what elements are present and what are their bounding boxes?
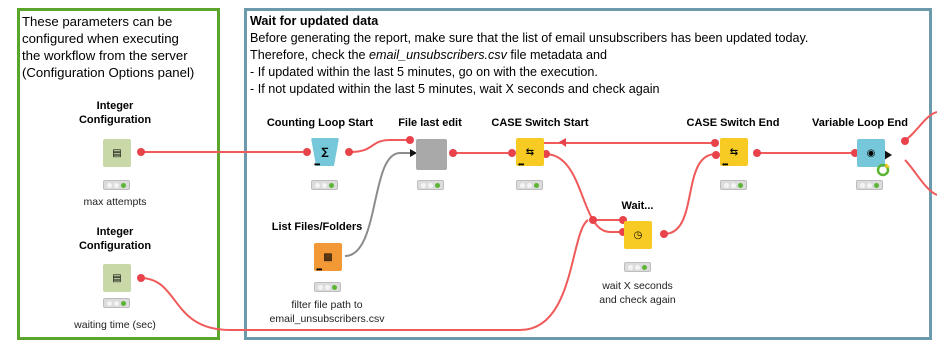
config-icon: ▤ [112, 272, 122, 284]
switch-end-icon: ⇆ [729, 146, 739, 158]
node-label-line: and check again [599, 294, 676, 306]
node-status [417, 180, 444, 190]
node-label: max attempts [83, 196, 147, 208]
node-label: waiting time (sec) [74, 319, 156, 331]
case-switch-end-node[interactable]: ⇆ [720, 138, 748, 166]
wait-node[interactable]: ◷ [624, 221, 652, 249]
annotation-wait-line: - If not updated within the last 5 minut… [250, 82, 660, 96]
flow-port [589, 216, 597, 224]
more-icon: ••• [316, 265, 322, 274]
flow-wire [139, 219, 589, 331]
list-files-folders-node[interactable]: ▩ [314, 243, 342, 271]
node-title-line: Configuration [78, 114, 152, 126]
annotation-wait-line: Therefore, check the email_unsubscribers… [250, 47, 930, 64]
node-title-line: Integer [96, 100, 134, 112]
node-status [856, 180, 883, 190]
annotation-config-line: the workflow from the server [22, 48, 188, 63]
flow-port [137, 274, 145, 282]
node-status [314, 282, 341, 292]
loop-start-icon: ∑ [321, 146, 329, 158]
more-icon: ••• [518, 160, 524, 169]
node-title: Counting Loop Start [266, 117, 374, 129]
flow-wire [663, 153, 717, 235]
integer-configuration-node[interactable]: ▤ [103, 139, 131, 167]
annotation-text-fragment: Therefore, check the [250, 48, 370, 62]
annotation-file-name: email_unsubscribers.csv [369, 48, 507, 62]
annotation-config-line: (Configuration Options panel) [22, 65, 195, 80]
node-title: File last edit [398, 117, 462, 129]
node-title: Integer Configuration [70, 99, 160, 127]
flow-port [542, 150, 550, 158]
node-title-line: Configuration [78, 240, 152, 252]
node-status [516, 180, 543, 190]
more-icon: ••• [722, 160, 728, 169]
node-title: Variable Loop End [812, 117, 908, 129]
annotation-wait-line: - If updated within the last 5 minutes, … [250, 65, 598, 79]
annotation-text-fragment: file metadata and [506, 48, 608, 62]
clock-icon: ◷ [633, 229, 643, 241]
node-status [720, 180, 747, 190]
node-status [103, 298, 130, 308]
config-icon: ▤ [112, 147, 122, 159]
case-switch-start-node[interactable]: ⇆ [516, 138, 544, 166]
flow-port [712, 151, 720, 159]
node-label: filter file path to email_unsubscribers.… [262, 298, 392, 326]
flow-wire [544, 153, 622, 233]
data-port-arrow [410, 149, 417, 157]
node-title: Wait... [621, 200, 654, 212]
node-status [103, 180, 130, 190]
annotation-wait-line: Before generating the report, make sure … [250, 31, 809, 45]
flow-port [303, 148, 311, 156]
annotation-wait-box [244, 8, 932, 340]
node-title: Integer Configuration [70, 225, 160, 253]
flow-port [711, 139, 719, 147]
flow-port [901, 137, 909, 145]
switch-start-icon: ⇆ [525, 146, 535, 158]
data-wire [344, 152, 410, 257]
annotation-wait-text: Wait for updated data Before generating … [250, 13, 930, 98]
loop-refresh-icon [876, 163, 890, 177]
annotation-wait-title: Wait for updated data [250, 14, 379, 28]
integer-configuration-node[interactable]: ▤ [103, 264, 131, 292]
node-label-line: wait X seconds [602, 280, 673, 292]
flow-port [660, 230, 668, 238]
variable-loop-end-node[interactable]: ◉ [857, 139, 885, 167]
annotation-config-line: These parameters can be [22, 14, 173, 29]
flow-port [508, 149, 516, 157]
flow-port [449, 149, 457, 157]
annotation-config-box [17, 8, 220, 340]
file-last-edit-metanode[interactable] [416, 139, 447, 170]
node-label: wait X seconds and check again [580, 279, 695, 307]
data-port-arrow [884, 150, 892, 160]
flow-port [753, 149, 761, 157]
node-status [624, 262, 651, 272]
flow-port [406, 136, 414, 144]
data-port-arrow [559, 138, 566, 147]
node-label-line: filter file path to [291, 299, 363, 311]
flow-port [137, 148, 145, 156]
node-label-line: email_unsubscribers.csv [269, 313, 385, 325]
list-files-icon: ▩ [323, 251, 333, 263]
flow-wire [349, 139, 410, 153]
annotation-config-line: configured when executing [22, 31, 179, 46]
annotation-config-text: These parameters can be configured when … [22, 13, 218, 81]
flow-port [345, 148, 353, 156]
node-title: CASE Switch Start [491, 117, 589, 129]
counting-loop-start-node[interactable]: ∑ [311, 138, 339, 166]
node-title: CASE Switch End [686, 117, 780, 129]
flow-wire [904, 159, 937, 196]
node-title: List Files/Folders [271, 221, 363, 233]
node-title-line: Integer [96, 226, 134, 238]
node-status [311, 180, 338, 190]
loop-end-icon: ◉ [866, 147, 876, 159]
more-icon: ••• [314, 160, 320, 169]
